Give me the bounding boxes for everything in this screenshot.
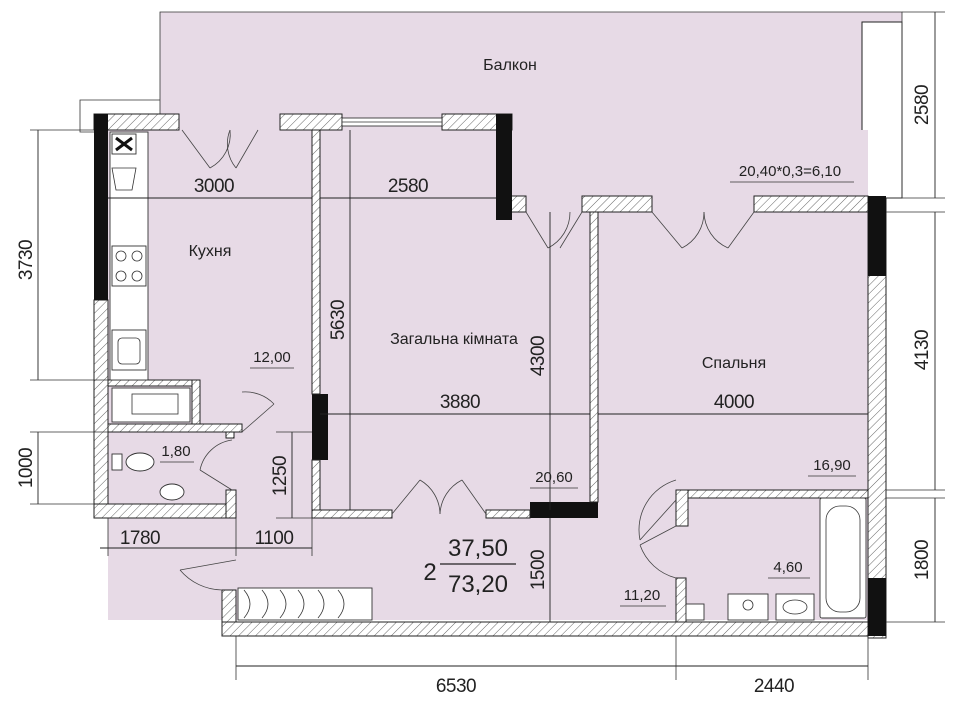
stove-icon [111,245,147,287]
structural-columns [94,114,886,636]
area-bedroom: 16,90 [813,457,851,474]
dim-living-height: 5630 [328,300,349,340]
area-bath: 4,60 [773,559,802,576]
dim-corridor-width: 1100 [255,528,294,549]
area-kitchen: 12,00 [253,349,291,366]
area-balcony-calc: 20,40*0,3=6,10 [739,163,841,180]
toilet-bath-icon [727,593,769,621]
wardrobe [237,587,373,621]
doors [179,129,755,591]
dim-left-wc-height: 1000 [16,448,37,488]
balcony-corner [79,99,160,133]
exterior-walls [93,113,887,639]
dim-corridor-height: 1250 [270,456,291,496]
wc-fixtures [111,452,185,501]
floor-area [108,12,903,620]
room-label-bedroom: Спальня [702,355,766,372]
toilet-icon [125,452,155,472]
room-label-living: Загальна кімната [390,331,518,348]
apartment-floor [108,130,868,620]
window [341,117,443,127]
dim-living-width: 3880 [440,392,480,413]
summary-rooms-count: 2 [423,559,436,586]
dim-bath-width: 2440 [754,676,794,697]
area-hall: 11,20 [624,587,660,604]
summary-living-area: 37,50 [448,535,508,562]
dim-wc-width: 1780 [120,528,160,549]
dim-total-width: 6530 [436,676,476,697]
bath-fixtures [685,497,867,621]
bath-sink-icon [775,593,815,621]
room-label-balcony: Балкон [483,57,537,74]
summary-total-area: 73,20 [448,571,508,598]
dim-hall-height: 1500 [528,550,549,590]
interior-walls [107,129,869,623]
washbasin-icon [159,483,185,501]
dim-bedroom-width: 4000 [714,392,754,413]
area-living: 20,60 [535,469,573,486]
dim-living-width-top: 2580 [388,176,428,197]
bathtub-icon [819,497,867,619]
dim-balcony-depth: 2580 [912,85,933,125]
kitchen-fixtures [109,131,191,423]
area-wc: 1,80 [161,443,190,460]
dim-bath-height: 1800 [912,540,933,580]
dim-living-inner-height: 4300 [528,336,549,376]
room-label-kitchen: Кухня [189,243,232,260]
dim-kitchen-width: 3000 [194,176,234,197]
dimension-lines [30,11,945,680]
dim-left-kitchen-height: 3730 [16,240,37,280]
dim-bedroom-height: 4130 [912,330,933,370]
